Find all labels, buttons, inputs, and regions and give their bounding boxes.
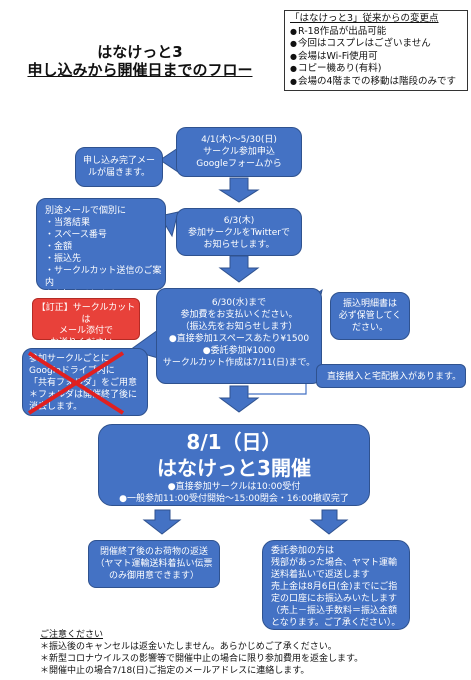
consign-line: 送料着払いで返送します [271,570,370,580]
event-line1: ●直接参加サークルは10:00受付 [167,482,301,492]
correction-line: 【訂正】サークルカットは [36,303,136,325]
event-name: はなけっと3開催 [157,456,311,480]
step2-line: 6/3(木) [223,216,255,226]
down-arrow-icon [142,509,182,535]
step1-box: 4/1(木)～5/30(日) サークル参加申込 Googleフォームから [176,127,302,177]
changes-heading: 「はなけっと3」従来からの変更点 [290,13,439,24]
delivery-text: 直接搬入と宅配搬入があります。 [327,372,462,382]
struck-line: 消去します。 [29,402,83,412]
step1-side-line: ルが届きます。 [87,168,151,178]
step2-side-line: をお知らせします。 [45,290,125,300]
step1-line: サークル参加申込 [203,147,275,157]
down-arrow-icon [309,509,349,535]
step3-line: 参加費をお支払いください。 [180,310,298,320]
step3-line: サークルカット作成は7/11(日)まで。 [162,358,316,368]
step3-side-note: 振込明細書は 必ず保管してく ださい。 [330,292,410,340]
struck-line: Googleドライブ内に [29,366,115,376]
notes-heading: ご注意ください [40,630,104,640]
step1-side-note: 申し込み完了メー ルが届きます。 [75,147,163,187]
step2-side-note: 別途メールで個別に ・当落結果 ・スペース番号 ・金額 ・振込先 ・サークルカッ… [36,198,166,300]
consign-line: 委託参加の方は [271,546,335,556]
delivery-note: 直接搬入と宅配搬入があります。 [316,364,466,388]
step1-line: 4/1(木)～5/30(日) [201,135,277,145]
notes-section: ご注意ください ＊振込後のキャンセルは返金いたしません。あらかじめご了承ください… [40,629,460,677]
event-line2: ●一般参加11:00受付開始～15:00閉会・16:00撤収完了 [119,494,349,504]
event-date: 8/1（日） [186,430,282,454]
step3-line: 6/30(水)まで [211,298,267,308]
changes-item: コピー機あり(有料) [290,63,462,76]
struck-line: ＊フォルダは開催終了後に [29,390,138,400]
changes-item: 会場はWi-Fi使用可 [290,51,462,64]
step3-line: ●直接参加1スペースあたり¥1500 [168,334,310,344]
return-line: 閉催終了後のお荷物の返送 [99,547,208,557]
step2-side-line: ・金額 [45,242,73,252]
step3-side-line: 必ず保管してく [338,311,402,321]
correction-line: メール添付で [58,326,113,336]
step2-side-line: ・サークルカット送信のご案内 [45,266,162,288]
down-arrow-icon [218,255,260,283]
notes-line: ＊新型コロナウイルスの影響等で開催中止の場合に限り参加費用を返金します。 [40,654,364,664]
title-line2: 申し込みから開催日までのフロー [27,61,253,79]
step2-box: 6/3(木) 参加サークルをTwitterで お知らせします。 [176,208,302,256]
down-arrow-icon [218,385,260,413]
step3-side-line: ださい。 [351,323,388,333]
notes-line: ＊振込後のキャンセルは返金いたしません。あらかじめご了承ください。 [40,642,337,652]
return-shipping-box: 閉催終了後のお荷物の返送 （ヤマト運輸送料着払い伝票 のみ御用意できます） [88,540,220,588]
step2-side-line: 別途メールで個別に [45,206,127,216]
down-arrow-icon [218,177,260,203]
step2-line: お知らせします。 [203,240,275,250]
struck-line: 「共有フォルダ」をご用意 [29,378,138,388]
correction-line: お送りください。 [49,337,122,348]
struck-line: 参加サークルごとに [29,354,110,364]
correction-note: 【訂正】サークルカットは メール添付で お送りください。 [32,298,140,348]
changes-box: 「はなけっと3」従来からの変更点 R-18作品が出品可能 今回はコスプレはござい… [284,10,468,91]
return-line: （ヤマト運輸送料着払い伝票 [95,559,213,569]
step2-line: 参加サークルをTwitterで [188,228,290,238]
consign-line: （売上－振込手数料＝振込金額 [271,606,398,616]
event-box: 8/1（日） はなけっと3開催 ●直接参加サークルは10:00受付 ●一般参加1… [98,424,370,506]
title-line1: はなけっと3 [97,43,183,61]
step1-line: Googleフォームから [196,159,282,169]
step3-side-line: 振込明細書は [342,299,397,309]
consign-line: 定の口座にお振込みいたします [271,594,398,604]
return-line: のみ御用意できます） [108,571,199,581]
page-title: はなけっと3 申し込みから開催日までのフロー [20,43,260,79]
step2-side-line: ・当落結果 [45,218,91,228]
consign-line: 残部があった場合、ヤマト運輸 [271,558,398,568]
step3-line: ●委託参加¥1000 [202,346,276,356]
step3-line: （振込先をお知らせします） [180,322,298,332]
step1-side-line: 申し込み完了メー [82,156,155,166]
cross-out-mark [27,351,125,415]
changes-item: R-18作品が出品可能 [290,26,462,39]
notes-line: ＊開催中止の場合7/18(日)ご指定のメールアドレスに連絡します。 [40,666,310,676]
consign-line: となります。ご了承ください）。 [271,618,401,628]
step2-side-line: ・振込先 [45,254,82,264]
consign-line: 売上金は8月6日(金)までにご指 [271,582,398,592]
consignment-box: 委託参加の方は 残部があった場合、ヤマト運輸 送料着払いで返送します 売上金は8… [262,540,410,630]
changes-item: 会場の4階までの移動は階段のみです [290,76,462,89]
step3-box: 6/30(水)まで 参加費をお支払いください。 （振込先をお知らせします） ●直… [156,288,322,384]
struck-folder-note: 参加サークルごとに Googleドライブ内に 「共有フォルダ」をご用意 ＊フォル… [22,348,148,416]
step2-side-line: ・スペース番号 [45,230,107,240]
changes-item: 今回はコスプレはございません [290,38,462,51]
